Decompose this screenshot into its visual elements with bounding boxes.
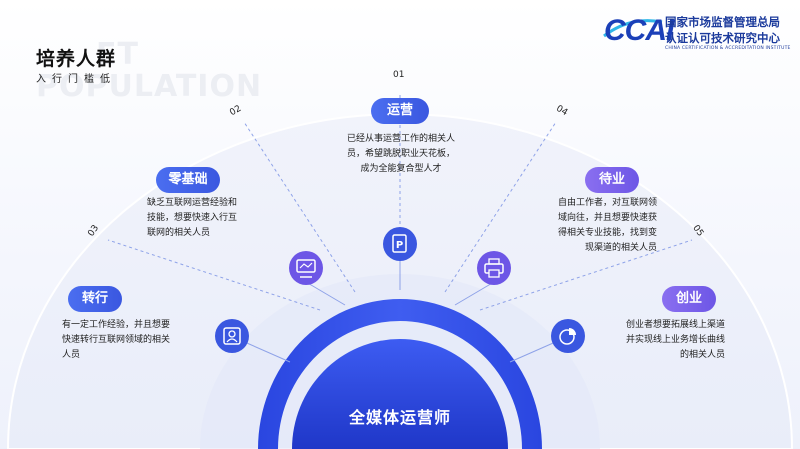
group-description-3-line: 快速转行互联网领域的相关 (62, 335, 171, 345)
group-label-4: 待业 (585, 167, 639, 193)
group-description-5-line: 创业者想要拓展线上渠道 (625, 320, 725, 330)
group-description-4-line: 自由工作者，对互联网领 (557, 198, 657, 208)
group-description-2-line: 联网的相关人员 (147, 228, 211, 238)
page-subtitle: 入行门槛低 (36, 74, 116, 85)
group-description-1: 已经从事运营工作的相关人 员，希望跳脱职业天花板， 成为全能复合型人才 (336, 132, 466, 177)
svg-text:P: P (396, 240, 403, 251)
group-description-5: 创业者想要拓展线上渠道 并实现线上业务增长曲线 的相关人员 (600, 318, 725, 363)
group-description-3-line: 人员 (62, 350, 81, 360)
group-description-4-line: 域向往，并且想要快速获 (557, 213, 657, 223)
printer-icon (477, 251, 511, 285)
group-description-1-line: 成为全能复合型人才 (360, 164, 442, 174)
connector-lines (239, 258, 561, 363)
group-description-2-line: 缺乏互联网运营经验和 (147, 198, 238, 208)
ghost-text-1: ET (96, 37, 139, 72)
group-description-3: 有一定工作经验，并且想要 快速转行互联网领域的相关 人员 (62, 318, 192, 363)
group-number-1: 01 (393, 70, 405, 80)
id-card-icon (215, 319, 249, 353)
document-p-icon: P (383, 227, 417, 261)
org-name-line1: 国家市场监督管理总局 (665, 15, 780, 29)
group-description-5-line: 的相关人员 (679, 350, 725, 360)
monitor-icon (289, 251, 323, 285)
group-description-4-line: 得相关专业技能，找到变 (557, 228, 657, 238)
group-description-2-line: 技能，想要快速入行互 (147, 213, 238, 223)
logo-mark: CCAI (604, 14, 674, 47)
logo-swoosh-icon (603, 19, 663, 38)
group-description-1-line: 已经从事运营工作的相关人 (346, 134, 455, 144)
group-description-2: 缺乏互联网运营经验和 技能，想要快速入行互 联网的相关人员 (147, 196, 267, 241)
center-label: 全媒体运营师 (348, 408, 451, 427)
group-description-4: 自由工作者，对互联网领 域向往，并且想要快速获 得相关专业技能，找到变 现渠道的… (537, 196, 657, 256)
group-description-4-line: 现渠道的相关人员 (584, 243, 657, 253)
page-title: 培养人群 (36, 48, 117, 70)
group-description-3-line: 有一定工作经验，并且想要 (62, 320, 171, 330)
org-name-english: CHINA CERTIFICATION & ACCREDITATION INST… (665, 46, 791, 51)
ghost-text-2: POPULATION (36, 69, 263, 104)
group-description-1-line: 员，希望跳脱职业天花板， (346, 149, 455, 159)
group-label-1: 运营 (371, 98, 429, 124)
group-label-5: 创业 (662, 286, 716, 312)
blue-ring (258, 299, 542, 449)
pie-chart-icon (551, 319, 585, 353)
group-label-2: 零基础 (156, 167, 220, 193)
inner-dome (292, 339, 508, 449)
group-label-3: 转行 (68, 286, 122, 312)
org-name-line2: 认证认可技术研究中心 (665, 31, 780, 45)
group-description-5-line: 并实现线上业务增长曲线 (625, 335, 725, 345)
